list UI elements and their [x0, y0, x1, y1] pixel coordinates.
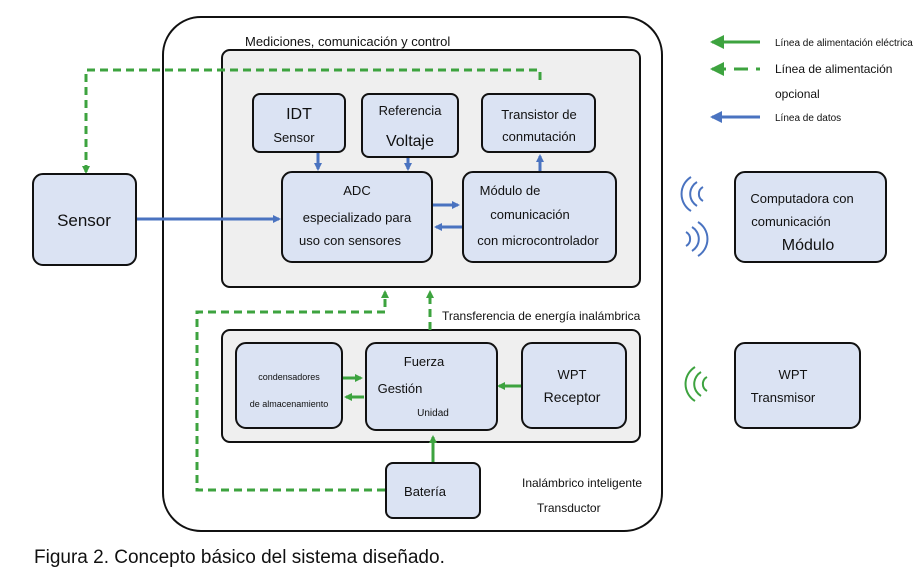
- wpt-transmitter-box: [734, 342, 861, 429]
- legend-data-line-label: Línea de datos: [775, 113, 841, 124]
- adc-label-1: ADC: [343, 183, 370, 198]
- capacitors-label-1: condensadores: [258, 372, 320, 382]
- wireless-power-signal-icon: [684, 366, 708, 402]
- power-label-2: Gestión: [378, 381, 423, 396]
- computer-box: [734, 171, 887, 263]
- top-panel-label: Mediciones, comunicación y control: [245, 34, 450, 49]
- adc-label-3: uso con sensores: [299, 233, 401, 248]
- computer-label-3: Módulo: [782, 237, 835, 254]
- reference-label: Referencia: [379, 103, 443, 118]
- system-diagram: Sensor IDT Sensor Referencia Voltaje Tra…: [32, 16, 913, 532]
- communication-module-box: [462, 171, 617, 263]
- voltage-label: Voltaje: [386, 133, 434, 150]
- capacitors-label-2: de almacenamiento: [250, 399, 329, 409]
- transistor-label-1: Transistor de: [501, 107, 576, 122]
- battery-label: Batería: [404, 484, 447, 499]
- optional-power-line-to-sensor: [82, 68, 542, 174]
- wireless-signal-icon: [680, 176, 704, 212]
- wireless-signal-icon: [685, 221, 709, 257]
- power-management-box: [365, 342, 498, 431]
- figure-caption: Figura 2. Concepto básico del sistema di…: [34, 547, 445, 568]
- module-label-3: con microcontrolador: [477, 233, 599, 248]
- transistor-label-2: conmutación: [502, 129, 576, 144]
- module-label-2: comunicación: [490, 207, 570, 222]
- wireless-transfer-label: Transferencia de energía inalámbrica: [442, 309, 641, 323]
- wpt-receptor-box: [521, 342, 627, 429]
- power-label-3: Unidad: [417, 408, 449, 419]
- sensor-label: Sensor: [57, 211, 111, 230]
- storage-capacitors-box: [235, 342, 343, 429]
- computer-label-2: comunicación: [751, 214, 831, 229]
- optional-power-line-from-battery: [195, 290, 389, 492]
- sensor-box: [32, 173, 137, 266]
- idt-sensor-box: [252, 93, 346, 153]
- adc-box: [281, 171, 433, 263]
- wpt-transmitter-label-1: WPT: [779, 367, 808, 382]
- module-label-1: Módulo de: [480, 183, 541, 198]
- legend-optional-power-label-1: Línea de alimentación: [775, 62, 892, 76]
- wpt-receptor-label-2: Receptor: [544, 389, 601, 405]
- idt-sensor-label: Sensor: [273, 130, 315, 145]
- wpt-receptor-label-1: WPT: [558, 367, 587, 382]
- power-label-1: Fuerza: [404, 354, 445, 369]
- legend-optional-power-label-2: opcional: [775, 87, 820, 101]
- switching-transistor-box: [481, 93, 596, 153]
- computer-label-1: Computadora con: [750, 191, 853, 206]
- wpt-transmitter-label-2: Transmisor: [751, 390, 816, 405]
- legend-power-line-label: Línea de alimentación eléctrica: [775, 38, 913, 49]
- battery-box: [385, 462, 481, 519]
- transducer-label-1: Inalámbrico inteligente: [522, 476, 642, 490]
- adc-label-2: especializado para: [303, 210, 412, 225]
- transducer-label-2: Transductor: [537, 501, 601, 515]
- reference-voltage-box: [361, 93, 459, 158]
- idt-label: IDT: [286, 106, 312, 123]
